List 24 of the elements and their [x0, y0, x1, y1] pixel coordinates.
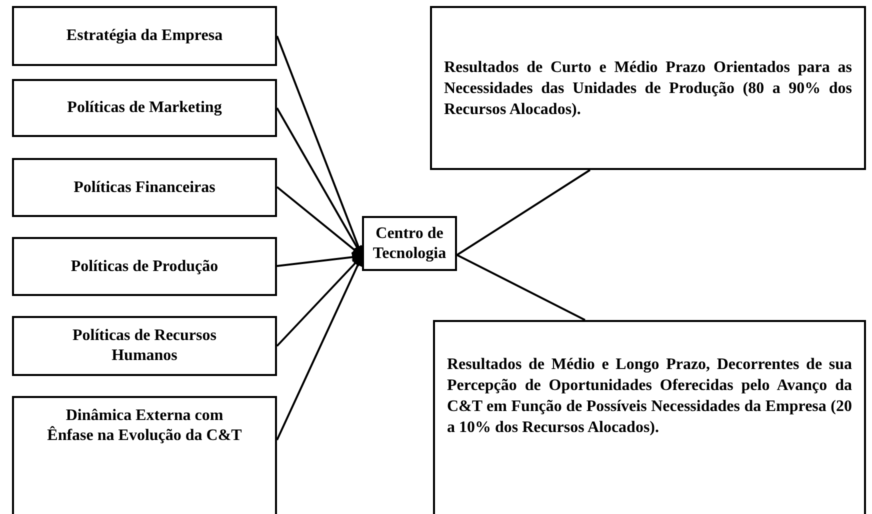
box-text: Dinâmica Externa com Ênfase na Evolução da C&T [46, 406, 243, 446]
connector-line [276, 252, 362, 267]
text-box [12, 396, 277, 514]
box-text: Políticas Financeiras [72, 178, 216, 198]
box-text: Estratégia da Empresa [65, 26, 224, 46]
box-text: Resultados de Médio e Longo Prazo, Decorrentes de sua Percepção de Oportunidades Oferecidas pelo Avanço da C&T em Função de Possíveis Necessidades da Empresa (20 a 10% dos Recursos Alocados). [447, 355, 852, 438]
connector-line [456, 169, 591, 256]
connector-line [456, 254, 586, 321]
box-text: Políticas de Recursos Humanos [72, 326, 218, 366]
connector-line [276, 255, 363, 347]
text-box [362, 216, 457, 271]
text-box [430, 6, 866, 170]
box-text: Centro de Tecnologia [372, 224, 448, 264]
text-box [12, 6, 277, 66]
text-box [12, 237, 277, 296]
box-text: Políticas de Marketing [66, 98, 223, 118]
box-text: Políticas de Produção [70, 256, 220, 276]
connector-line [276, 186, 363, 257]
text-box [12, 79, 277, 137]
text-box [12, 158, 277, 217]
box-text: Resultados de Curto e Médio Prazo Orientados para as Necessidades das Unidades de Produção (80 a 90% dos Recursos Alocados). [444, 58, 852, 120]
text-box [12, 316, 277, 376]
connector-line [276, 256, 363, 440]
text-box [433, 320, 866, 514]
